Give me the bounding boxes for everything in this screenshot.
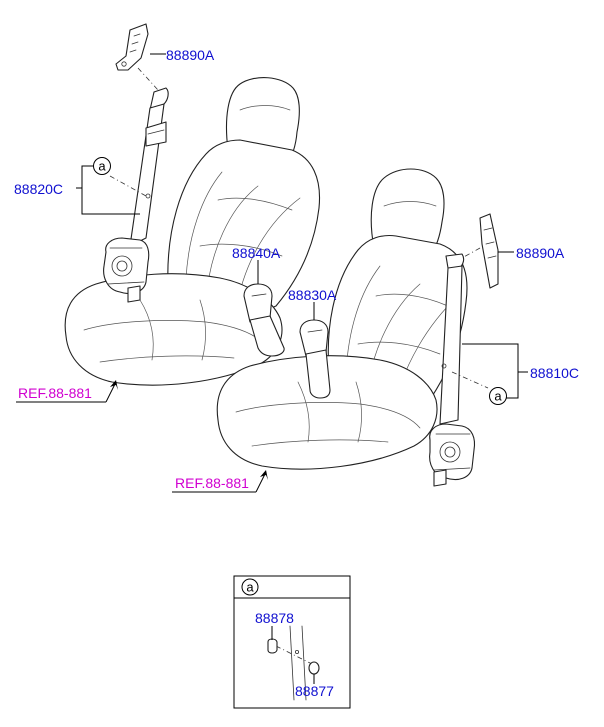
buckle-right	[299, 319, 331, 399]
right-seat	[216, 168, 468, 470]
detail-label-88878: 88878	[255, 610, 294, 626]
ref-label-right: REF.88-881	[175, 475, 249, 491]
callout-letter-right: a	[494, 389, 502, 404]
detail-box: a 88878 88877	[233, 575, 351, 709]
belt-assembly-right	[429, 253, 489, 487]
left-seat	[64, 77, 321, 386]
label-buckle-left: 88840A	[232, 245, 281, 261]
callout-letter-left: a	[98, 159, 106, 174]
label-upper-anchor-right: 88890A	[516, 245, 565, 261]
detail-label-88877: 88877	[295, 683, 334, 699]
upper-anchor-left	[115, 23, 159, 91]
label-upper-anchor-left: 88890A	[166, 47, 215, 63]
callout-circle-right	[489, 387, 507, 405]
belt-assembly-left	[103, 87, 169, 303]
upper-anchor-right	[461, 213, 499, 289]
detail-header-letter: a	[246, 580, 254, 595]
label-buckle-right: 88830A	[288, 287, 337, 303]
label-belt-assembly-right: 88810C	[530, 365, 579, 381]
buckle-left	[243, 283, 285, 357]
ref-label-left: REF.88-881	[18, 385, 92, 401]
callout-circle-left	[93, 157, 111, 175]
label-belt-assembly-left: 88820C	[14, 181, 63, 197]
